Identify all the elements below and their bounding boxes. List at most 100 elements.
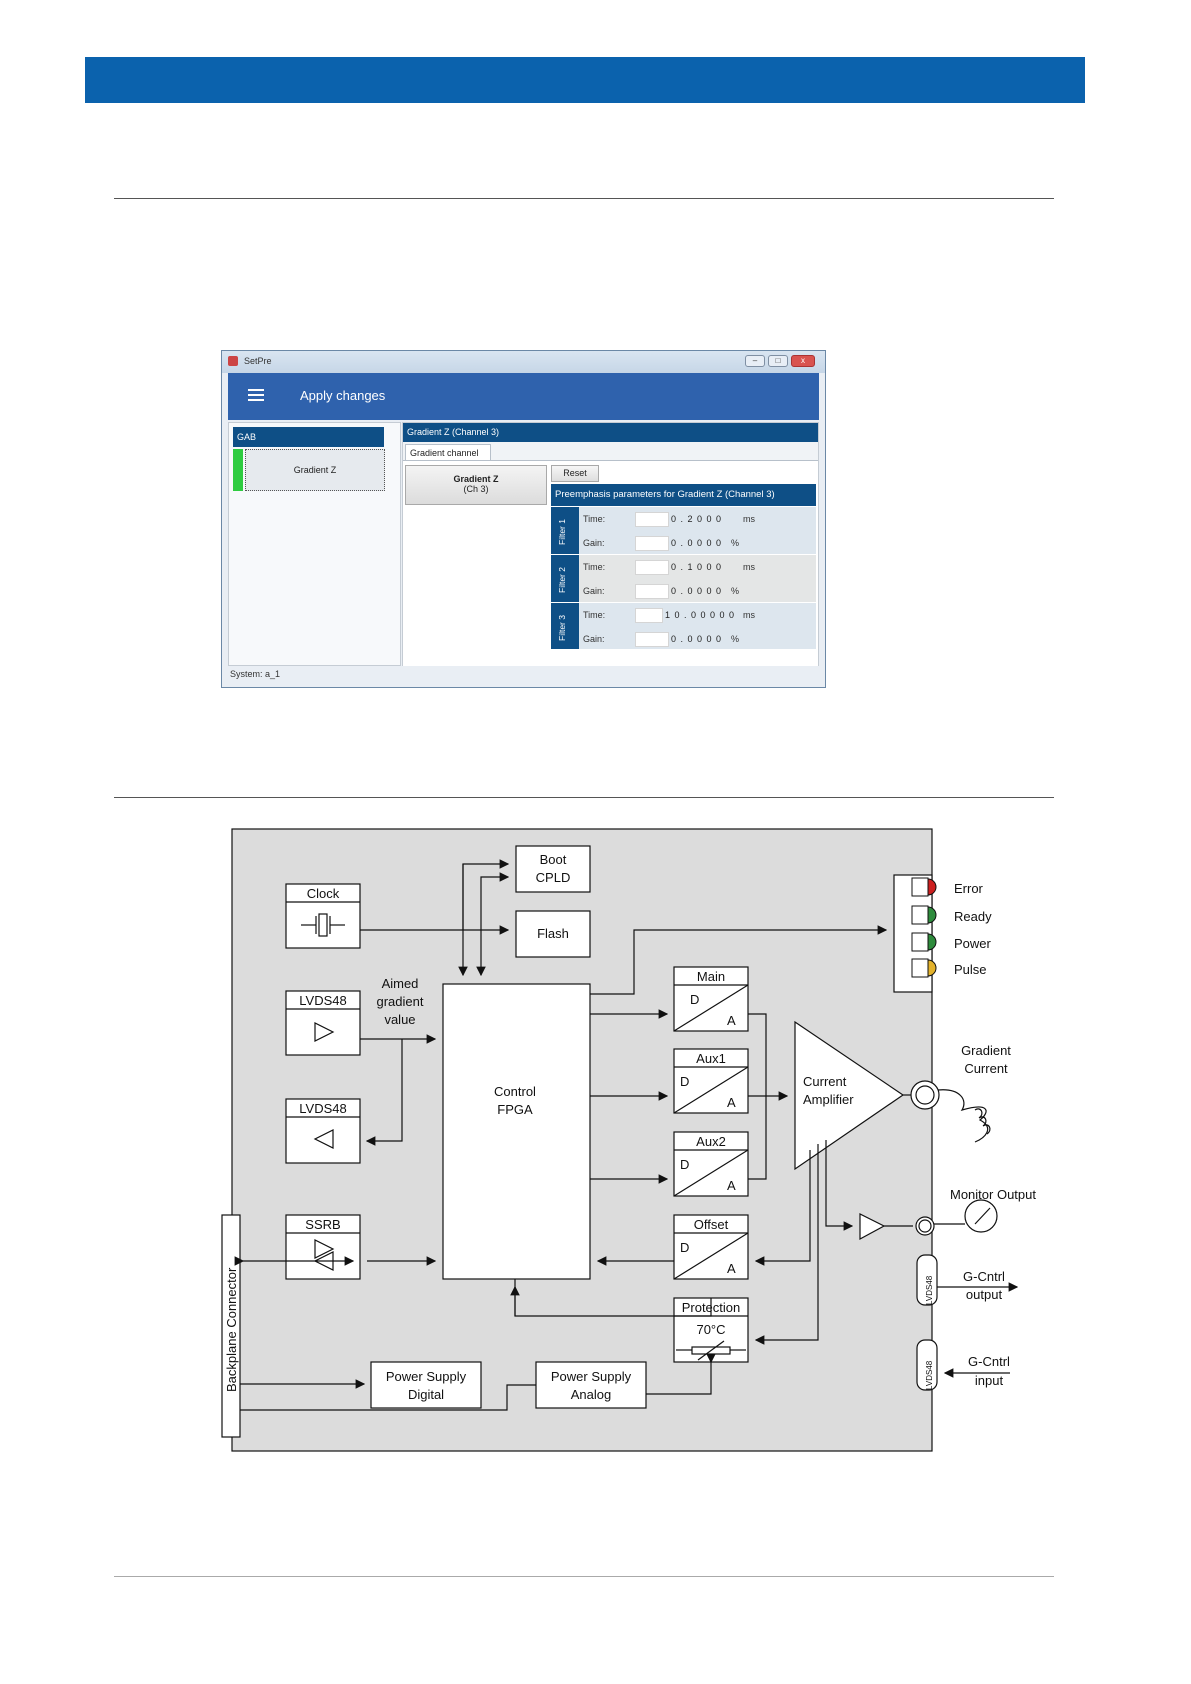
ssrb-box xyxy=(285,1214,361,1280)
gcntrl-out-label-2: output xyxy=(966,1287,1003,1302)
dac-aux2-a: A xyxy=(727,1178,736,1193)
filter-1-block: Filter 1 Time: 0.2000 ms Gain: 0.0000 % xyxy=(551,507,816,554)
dac-offset-a: A xyxy=(727,1261,736,1276)
filter-1-side: Filter 1 xyxy=(551,507,579,554)
window-titlebar: SetPre – □ x xyxy=(222,351,825,373)
led-pulse-box xyxy=(911,958,929,978)
clock-label: Clock xyxy=(307,886,340,901)
status-bar: System: a_1 xyxy=(230,669,281,679)
section-rule-middle xyxy=(114,797,1054,798)
filter-1-time-unit: ms xyxy=(743,514,755,524)
dac-main-label: Main xyxy=(697,969,725,984)
filter-3-side: Filter 3 xyxy=(551,603,579,649)
ps-digital-label-2: Digital xyxy=(408,1387,444,1402)
preemphasis-header: Preemphasis parameters for Gradient Z (C… xyxy=(551,484,816,506)
menu-icon[interactable] xyxy=(248,389,264,403)
monitor-buffer xyxy=(859,1213,886,1241)
backplane-label: Backplane Connector xyxy=(224,1267,239,1392)
filter-3-gain-label: Gain: xyxy=(583,634,605,644)
backplane-box xyxy=(221,1214,241,1438)
led-error-icon xyxy=(927,878,937,896)
channel-panel: Gradient Z (Channel 3) Gradient channel … xyxy=(402,422,819,666)
filter-2-time-input[interactable]: 0.1000 xyxy=(635,560,726,575)
lvds-out-box xyxy=(285,1098,361,1164)
filter-3-gain-input[interactable]: 0.0000 xyxy=(635,632,726,647)
dac-main-box xyxy=(673,966,749,1032)
app-icon xyxy=(228,356,238,366)
status-indicator xyxy=(233,449,243,491)
section-rule-top xyxy=(114,198,1054,199)
dac-aux1-box xyxy=(673,1048,749,1114)
filter-2-block: Filter 2 Time: 0.1000 ms Gain: 0.0000 % xyxy=(551,555,816,602)
minimize-button[interactable]: – xyxy=(745,355,765,367)
aimed-label-3: value xyxy=(384,1012,415,1027)
gab-header: GAB xyxy=(233,427,384,447)
aimed-label-1: Aimed xyxy=(382,976,419,991)
led-error-label: Error xyxy=(954,881,984,896)
filter-3-time-input[interactable]: 10.00000 xyxy=(635,608,739,623)
dac-offset-d: D xyxy=(680,1240,689,1255)
lvds-out-label: LVDS48 xyxy=(299,1101,346,1116)
boot-cpld-box xyxy=(515,845,591,893)
header-band xyxy=(85,57,1085,103)
filter-1-time-input[interactable]: 0.2000 xyxy=(635,512,726,527)
dac-main-d: D xyxy=(690,992,699,1007)
filter-2-gain-input[interactable]: 0.0000 xyxy=(635,584,726,599)
filter-1-gain-label: Gain: xyxy=(583,538,605,548)
flash-box xyxy=(515,910,591,958)
led-ready-icon xyxy=(927,906,937,924)
clock-box xyxy=(285,883,361,949)
led-power-icon xyxy=(927,933,937,951)
control-fpga-box xyxy=(442,983,591,1280)
maximize-button[interactable]: □ xyxy=(768,355,788,367)
filter-2-gain-unit: % xyxy=(731,586,740,596)
ps-analog-label-1: Power Supply xyxy=(551,1369,632,1384)
dac-aux1-a: A xyxy=(727,1095,736,1110)
fpga-label-1: Control xyxy=(494,1084,536,1099)
dac-aux2-d: D xyxy=(680,1157,689,1172)
led-power-label: Power xyxy=(954,936,992,951)
dac-offset-box xyxy=(673,1214,749,1280)
dac-aux1-label: Aux1 xyxy=(696,1051,726,1066)
flash-label: Flash xyxy=(537,926,569,941)
aimed-label-2: gradient xyxy=(377,994,424,1009)
filter-3-time-label: Time: xyxy=(583,610,606,620)
device-list-panel: GAB Gradient Z xyxy=(228,422,401,666)
ps-digital-label-1: Power Supply xyxy=(386,1369,467,1384)
led-power-box xyxy=(911,932,929,952)
channel-select-button[interactable]: Gradient Z (Ch 3) xyxy=(405,465,547,505)
protection-temp: 70°C xyxy=(696,1322,725,1337)
dac-aux2-label: Aux2 xyxy=(696,1134,726,1149)
tab-content: Gradient Z (Ch 3) Reset Preemphasis para… xyxy=(403,460,818,666)
lvds-in-box xyxy=(285,990,361,1056)
monitor-output-label: Monitor Output xyxy=(950,1187,1036,1202)
filter-2-side: Filter 2 xyxy=(551,555,579,602)
reset-button[interactable]: Reset xyxy=(551,465,599,482)
lvds-in-label: LVDS48 xyxy=(299,993,346,1008)
gcntrl-out-label-1: G-Cntrl xyxy=(963,1269,1005,1284)
apply-changes-button[interactable]: Apply changes xyxy=(300,388,386,403)
close-button[interactable]: x xyxy=(791,355,815,367)
dac-offset-label: Offset xyxy=(694,1217,729,1232)
current-amp-triangle xyxy=(794,1020,905,1171)
protection-label: Protection xyxy=(682,1300,741,1315)
window-title: SetPre xyxy=(244,356,272,366)
gcntrl-in-label-1: G-Cntrl xyxy=(968,1354,1010,1369)
ssrb-label: SSRB xyxy=(305,1217,340,1232)
gradient-current-connector xyxy=(910,1080,940,1110)
filter-2-gain-label: Gain: xyxy=(583,586,605,596)
filter-1-gain-input[interactable]: 0.0000 xyxy=(635,536,726,551)
channel-header: Gradient Z (Channel 3) xyxy=(403,423,818,442)
dac-aux1-d: D xyxy=(680,1074,689,1089)
tab-gradient-channel[interactable]: Gradient channel xyxy=(405,444,491,461)
filter-3-time-unit: ms xyxy=(743,610,755,620)
lvds-in-connector-label: LVDS48 xyxy=(925,1360,934,1390)
filter-1-time-label: Time: xyxy=(583,514,606,524)
gradient-z-item[interactable]: Gradient Z xyxy=(245,449,385,491)
current-amp-label-2: Amplifier xyxy=(803,1092,854,1107)
gradient-current-label-2: Current xyxy=(964,1061,1008,1076)
gradient-current-label-1: Gradient xyxy=(961,1043,1011,1058)
footer-rule xyxy=(114,1576,1054,1577)
app-toolbar: Apply changes xyxy=(228,373,819,420)
channel-button-sub: (Ch 3) xyxy=(463,484,489,494)
